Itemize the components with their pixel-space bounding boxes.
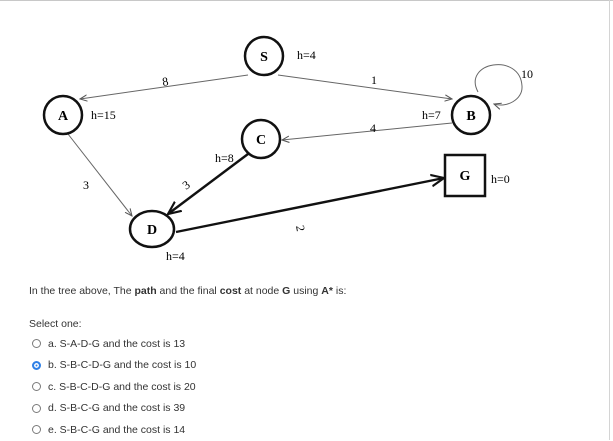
edge-b-c: [282, 122, 453, 140]
node-b: B: [450, 94, 492, 136]
radio-option-c[interactable]: [32, 382, 41, 392]
node-g: G: [443, 153, 487, 198]
option-d[interactable]: d. S-B-C-G and the cost is 39: [32, 398, 196, 420]
edge-b-b-loop: [474, 64, 523, 105]
node-s: S: [243, 35, 285, 77]
svg-text:G: G: [460, 169, 471, 184]
node-d: D: [128, 209, 176, 249]
top-border: [0, 0, 613, 1]
heuristic-d: h=4: [166, 249, 185, 263]
option-a-label: a. S-A-D-G and the cost is 13: [48, 337, 186, 350]
heuristic-a: h=15: [91, 108, 116, 122]
option-b[interactable]: b. S-B-C-D-G and the cost is 10: [32, 355, 196, 377]
option-a[interactable]: a. S-A-D-G and the cost is 13: [32, 333, 196, 355]
option-d-label: d. S-B-C-G and the cost is 39: [48, 402, 186, 415]
option-c[interactable]: c. S-B-C-D-G and the cost is 20: [32, 376, 196, 398]
heuristic-g: h=0: [491, 172, 510, 186]
heuristic-c: h=8: [215, 151, 234, 165]
radio-option-d[interactable]: [32, 403, 41, 413]
option-b-label: b. S-B-C-D-G and the cost is 10: [48, 359, 197, 372]
question-bold-algo: A*: [321, 285, 333, 297]
question-bold-path: path: [134, 285, 157, 297]
edge-s-a: [80, 74, 249, 99]
node-a: A: [42, 94, 84, 136]
weight-s-b: 1: [371, 73, 377, 87]
edge-s-b: [277, 74, 452, 99]
option-c-label: c. S-B-C-D-G and the cost is 20: [48, 380, 196, 393]
select-one-label: Select one:: [29, 318, 82, 330]
weight-s-a: 8: [161, 74, 169, 89]
answer-options: a. S-A-D-G and the cost is 13 b. S-B-C-D…: [32, 333, 196, 441]
question-bold-node: G: [282, 285, 291, 297]
edge-c-d: [168, 153, 249, 214]
question-bold-cost: cost: [219, 285, 242, 297]
edge-d-g: [175, 178, 444, 234]
weight-c-d: 3: [180, 178, 193, 193]
heuristic-b: h=7: [422, 108, 441, 122]
node-c: C: [240, 118, 282, 160]
weight-b-c: 4: [370, 121, 376, 135]
svg-text:D: D: [147, 223, 157, 238]
radio-option-e[interactable]: [32, 425, 41, 435]
svg-text:A: A: [58, 109, 69, 124]
radio-option-a[interactable]: [32, 339, 41, 349]
question-text: In the tree above, The path and the fina…: [29, 285, 347, 297]
graph-diagram: 8 1 10 4 3 3 2 S h=4 A h=15 B h=7 C h=8 …: [42, 35, 533, 263]
weight-b-b: 10: [521, 67, 533, 81]
radio-option-b[interactable]: [32, 360, 41, 370]
option-e-label: e. S-B-C-G and the cost is 14: [48, 423, 186, 436]
right-border: [609, 0, 610, 440]
svg-text:C: C: [256, 133, 266, 148]
edge-a-d: [67, 133, 132, 216]
svg-text:S: S: [260, 50, 268, 65]
weight-d-g: 2: [293, 224, 308, 232]
weight-a-d: 3: [83, 178, 89, 192]
option-e[interactable]: e. S-B-C-G and the cost is 14: [32, 419, 196, 441]
heuristic-s: h=4: [297, 48, 316, 62]
svg-text:B: B: [466, 109, 475, 124]
